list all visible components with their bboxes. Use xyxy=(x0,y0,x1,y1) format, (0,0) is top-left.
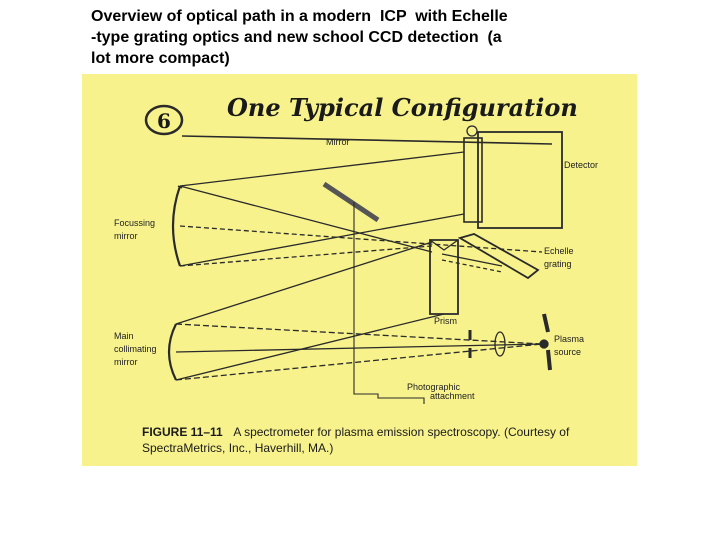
label-line: Focussing xyxy=(114,218,155,228)
detector-body xyxy=(477,131,563,229)
label-detector: Detector xyxy=(564,160,598,170)
optical-path xyxy=(179,151,465,187)
optical-path xyxy=(175,343,543,353)
slide-title-line: lot more compact) xyxy=(91,50,230,67)
label-photographic-attachment: Photographic attachment xyxy=(407,382,475,401)
caption-text: A spectrometer for plasma emission spect… xyxy=(233,425,570,439)
caption-text: SpectraMetrics, Inc., Haverhill, MA.) xyxy=(142,441,333,455)
slide-title: Overview of optical path in a modern ICP… xyxy=(91,6,611,69)
label-plasma-source: Plasma source xyxy=(554,334,587,357)
slide-title-line: Overview of optical path in a modern ICP… xyxy=(91,8,508,25)
label-line: mirror xyxy=(114,231,138,241)
circled-number xyxy=(144,104,184,136)
spectrometer-figure: 6 One Typical Configuration xyxy=(82,74,637,466)
prism xyxy=(429,239,459,315)
collimating-mirror xyxy=(167,323,177,381)
fold-mirror xyxy=(322,181,380,223)
optical-path xyxy=(175,313,445,381)
optical-path xyxy=(179,225,543,253)
label-line: grating xyxy=(544,259,572,269)
photographic-attachment xyxy=(353,202,425,404)
detector-knob xyxy=(466,125,478,137)
label-focussing-mirror: Focussing mirror xyxy=(114,218,158,241)
optical-path xyxy=(179,245,433,267)
focussing-mirror xyxy=(171,185,182,267)
label-line: Photographic xyxy=(407,382,461,392)
label-line: attachment xyxy=(430,391,475,401)
caption-figure-number: FIGURE 11–11 xyxy=(142,425,223,439)
handwritten-heading: One Typical Configuration xyxy=(227,93,578,122)
label-mirror: Mirror xyxy=(326,137,350,147)
optical-path xyxy=(441,253,503,267)
label-line: Plasma xyxy=(554,334,584,344)
optical-path xyxy=(441,259,503,273)
plasma-torch xyxy=(542,313,550,333)
handwritten-number: 6 xyxy=(157,109,171,133)
label-line: Echelle xyxy=(544,246,574,256)
optical-path xyxy=(175,343,543,381)
detector-front xyxy=(463,137,483,223)
optical-path xyxy=(175,241,433,325)
plasma-source xyxy=(539,339,549,349)
optical-path xyxy=(175,323,543,345)
label-line: mirror xyxy=(114,357,138,367)
top-mirror xyxy=(181,135,553,145)
spectrometer-diagram: 6 One Typical Configuration xyxy=(82,74,637,466)
slide-title-line: -type grating optics and new school CCD … xyxy=(91,29,502,46)
label-echelle-grating: Echelle grating xyxy=(544,246,576,269)
label-line: source xyxy=(554,347,581,357)
optical-path xyxy=(179,213,465,267)
lens xyxy=(494,331,506,357)
figure-caption: FIGURE 11–11 A spectrometer for plasma e… xyxy=(142,425,573,455)
label-prism: Prism xyxy=(434,316,457,326)
label-line: Main xyxy=(114,331,134,341)
echelle-grating xyxy=(457,233,540,280)
label-main-collimating-mirror: Main collimating mirror xyxy=(114,331,159,367)
label-line: collimating xyxy=(114,344,157,354)
